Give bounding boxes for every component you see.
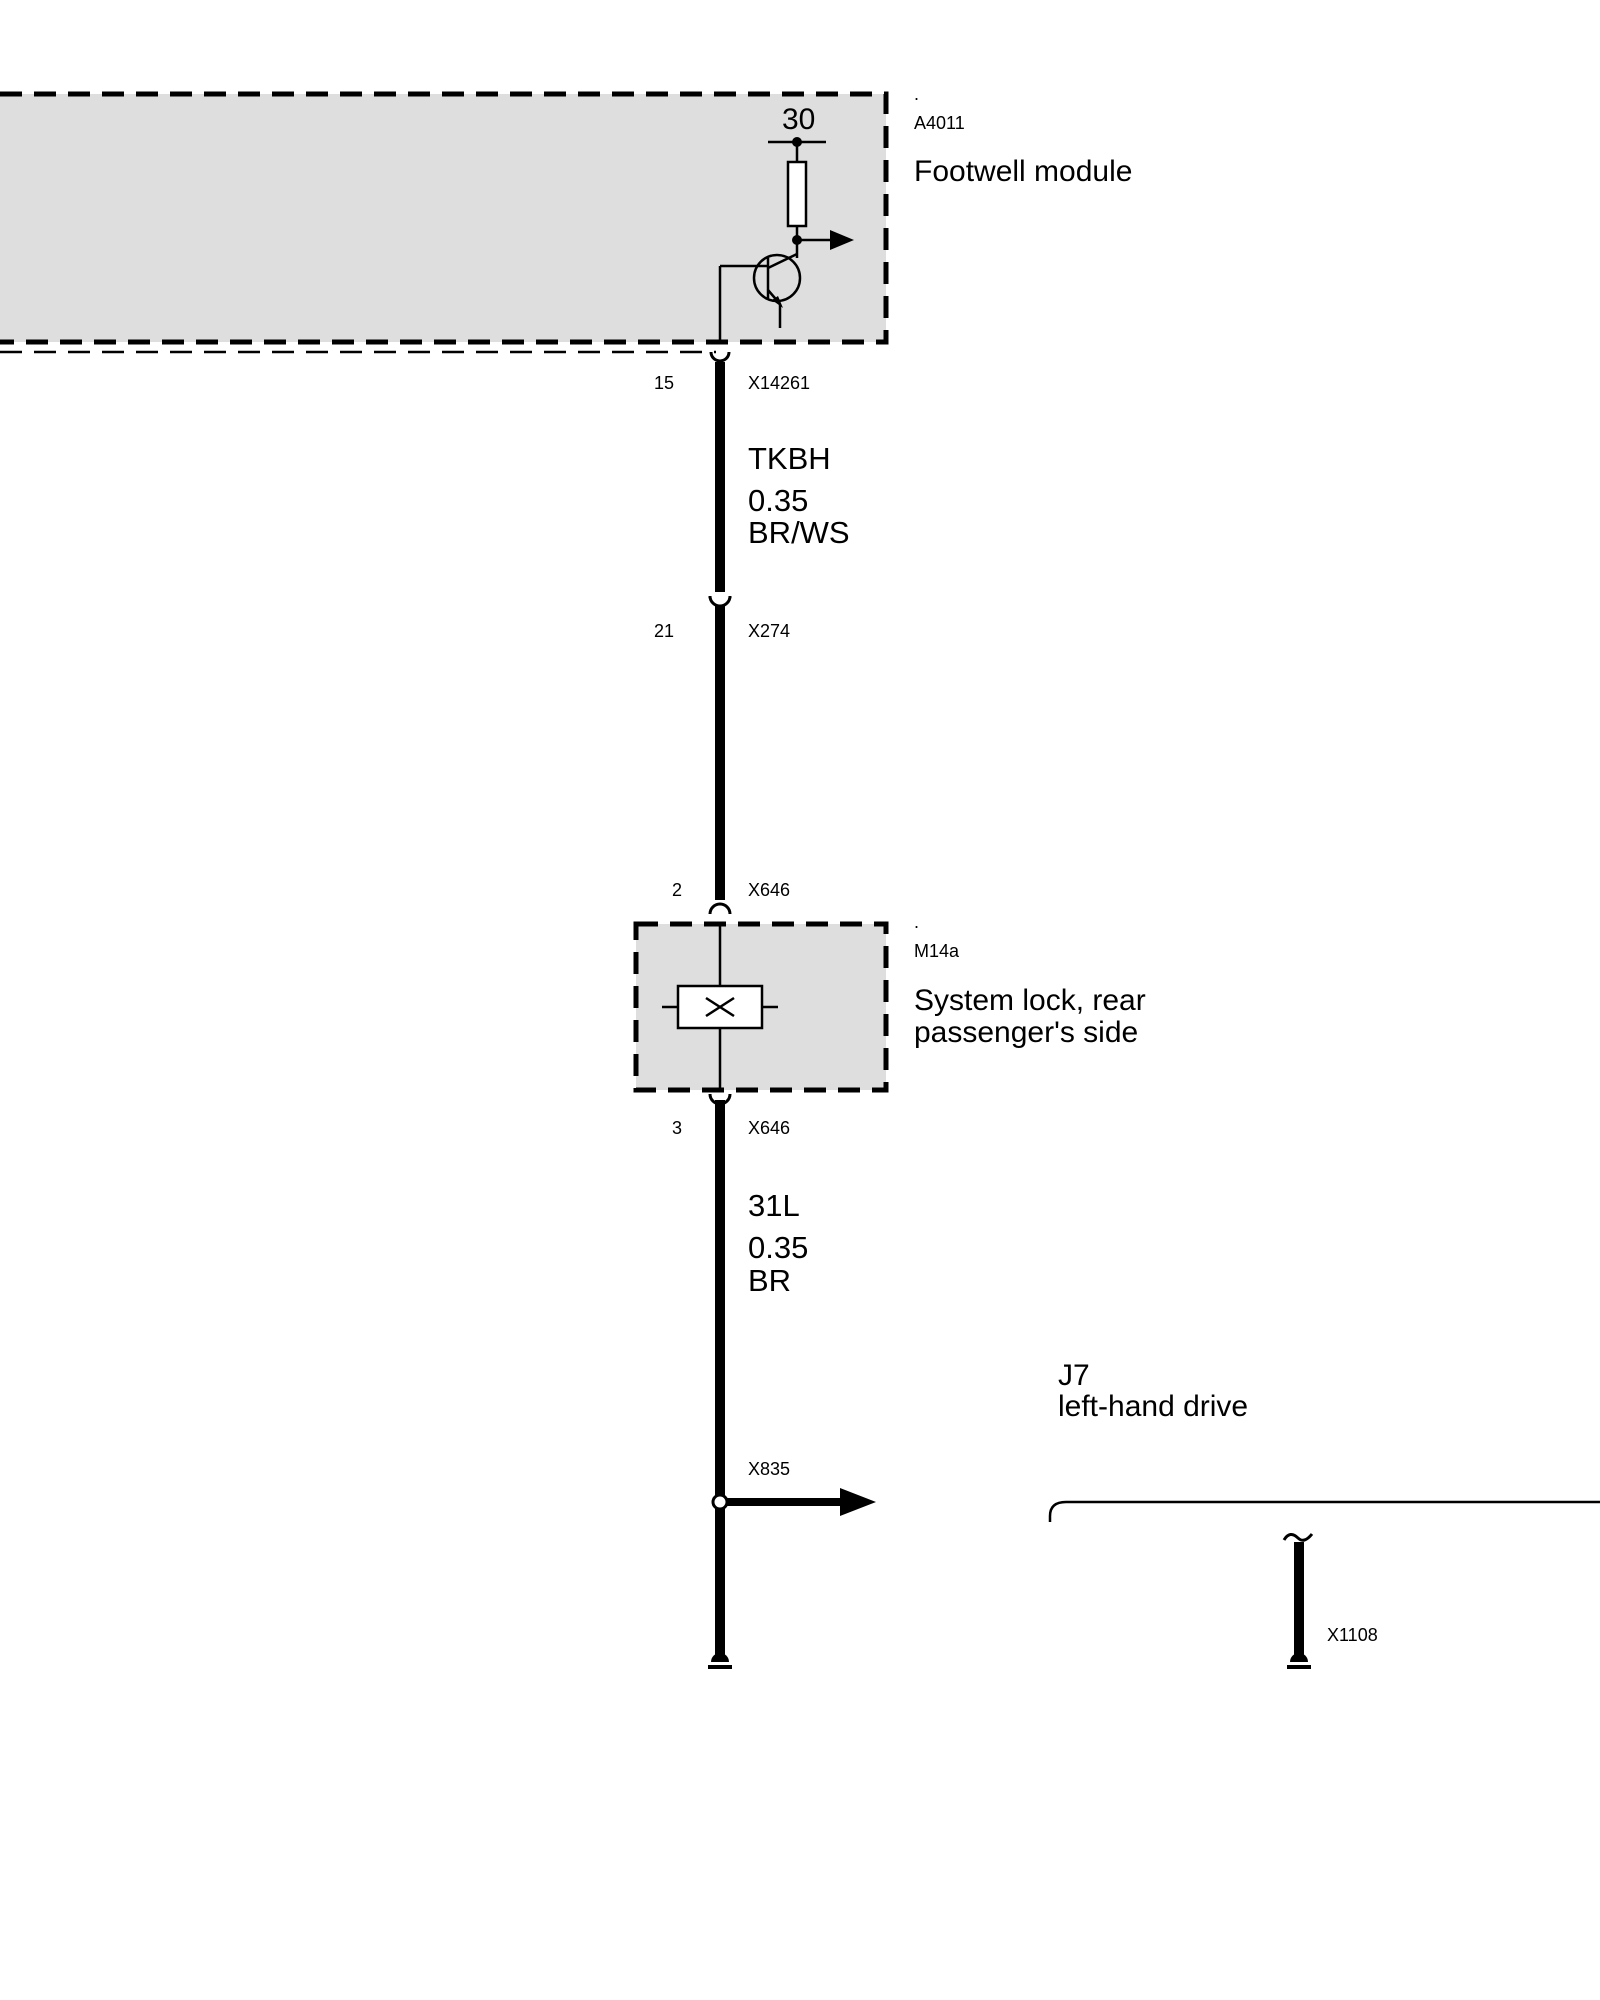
wire-upper-signal: TKBH — [748, 441, 831, 476]
x646-top-name: X646 — [748, 880, 790, 900]
output-node — [792, 226, 854, 258]
variant-description: left-hand drive — [1058, 1390, 1248, 1423]
ground-main-icon — [708, 1653, 732, 1669]
wire-lower-signal: 31L — [748, 1188, 800, 1223]
wire-lower-color: BR — [748, 1263, 791, 1298]
system-lock-dot: . — [914, 912, 919, 932]
x835-name: X835 — [748, 1459, 790, 1479]
system-lock-ref: M14a — [914, 941, 960, 961]
wire-upper-gauge: 0.35 — [748, 483, 808, 518]
wire-lower-gauge: 0.35 — [748, 1230, 808, 1265]
x14261-name: X14261 — [748, 373, 810, 393]
footwell-module-ref: A4011 — [914, 113, 965, 133]
connector-x14261-symbol[interactable] — [709, 351, 731, 363]
footwell-module-box[interactable] — [0, 91, 889, 354]
x646-bottom-pin: 3 — [672, 1118, 682, 1138]
x646-bottom-name: X646 — [748, 1118, 790, 1138]
transistor-icon — [718, 252, 802, 342]
wire-upper-color: BR/WS — [748, 515, 850, 550]
x274-pin: 21 — [654, 621, 674, 641]
system-lock-name-line1: System lock, rear — [914, 984, 1146, 1017]
x274-name: X274 — [748, 621, 790, 641]
branch-arrow-x835[interactable] — [711, 1488, 876, 1516]
x646-top-pin: 2 — [672, 880, 682, 900]
x1108-name: X1108 — [1327, 1625, 1378, 1645]
footwell-module-name: Footwell module — [914, 155, 1132, 188]
terminal-30-supply — [768, 137, 826, 162]
variant-j7-bracket — [1048, 1500, 1600, 1522]
lock-actuator-icon — [662, 926, 778, 1088]
supply-terminal-label: 30 — [782, 103, 815, 136]
system-lock-name-line2: passenger's side — [914, 1016, 1138, 1049]
wire-x1108[interactable] — [1282, 1533, 1314, 1662]
connector-x646-top-symbol[interactable] — [708, 902, 732, 915]
footwell-dot: . — [914, 84, 919, 104]
x14261-pin: 15 — [654, 373, 674, 393]
pullup-resistor — [786, 160, 808, 228]
variant-code: J7 — [1058, 1359, 1090, 1392]
ground-x1108-icon — [1287, 1653, 1311, 1669]
connector-x274-symbol[interactable] — [708, 595, 732, 608]
connector-x646-bottom-symbol[interactable] — [708, 1093, 732, 1106]
